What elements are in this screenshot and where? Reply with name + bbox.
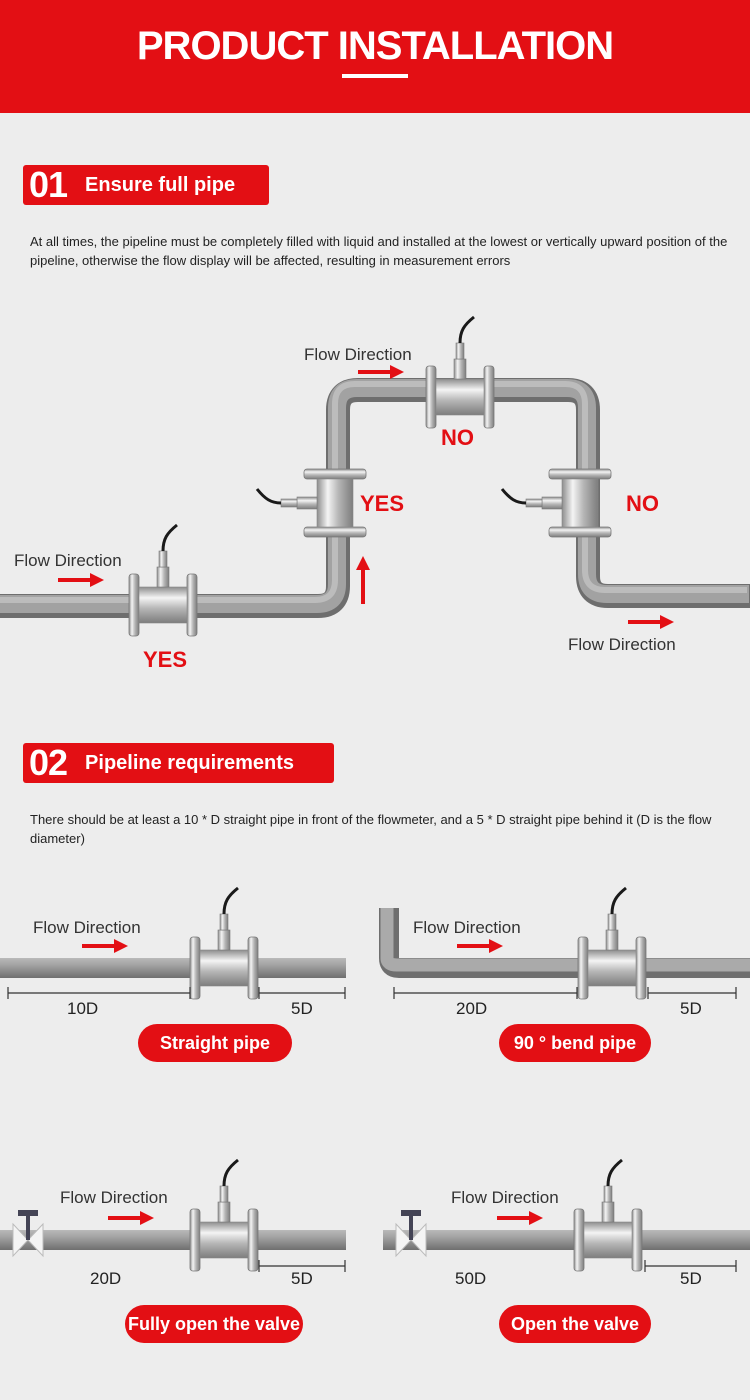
front-length-label: 20D: [90, 1269, 121, 1288]
arrow-right-icon: [108, 1211, 154, 1225]
full-valve-diagram: Flow Direction 20D 5D: [0, 1158, 346, 1288]
section-1-title: Ensure full pipe: [85, 173, 236, 196]
back-length-label: 5D: [680, 1269, 702, 1288]
front-length-label: 50D: [455, 1269, 486, 1288]
arrow-right-icon: [497, 1211, 543, 1225]
flow-direction-label: Flow Direction: [304, 345, 412, 364]
section-1-number: 01: [29, 164, 68, 205]
full-pipe-diagram: Flow Direction Flow Direction Flow Direc…: [0, 315, 750, 672]
front-length-label: 20D: [456, 999, 487, 1018]
title-underline: [342, 74, 408, 78]
flow-direction-label: Flow Direction: [14, 551, 122, 570]
flowmeter-top-no: [424, 315, 496, 430]
arrow-right-icon: [82, 939, 128, 953]
no-label: NO: [441, 425, 474, 450]
section-1-tag: 01 Ensure full pipe: [23, 164, 269, 205]
dimension-line: [644, 1260, 737, 1272]
flow-direction-label: Flow Direction: [451, 1188, 559, 1207]
open-valve-diagram: Flow Direction 50D 5D: [383, 1158, 750, 1288]
section-2-number: 02: [29, 742, 68, 783]
no-label: NO: [626, 491, 659, 516]
arrow-right-icon: [358, 365, 404, 379]
back-length-label: 5D: [291, 1269, 313, 1288]
section-2-description: There should be at least a 10 * D straig…: [30, 812, 712, 846]
open-valve-label: Open the valve: [499, 1305, 651, 1343]
straight-pipe-diagram: Flow Direction 10D 5D: [0, 886, 346, 1018]
dimension-line: [393, 987, 737, 999]
section-2-title: Pipeline requirements: [85, 751, 295, 774]
flowmeter-down-no: [500, 467, 613, 539]
flowmeter-bottom-yes: [127, 523, 199, 638]
back-length-label: 5D: [680, 999, 702, 1018]
straight-pipe-label: Straight pipe: [138, 1024, 292, 1062]
dimension-line: [258, 1260, 346, 1272]
page-header: PRODUCT INSTALLATION: [0, 0, 750, 113]
dimension-line: [7, 987, 346, 999]
section-2-tag: 02 Pipeline requirements: [23, 742, 334, 783]
yes-label: YES: [360, 491, 404, 516]
front-length-label: 10D: [67, 999, 98, 1018]
page-title: PRODUCT INSTALLATION: [136, 24, 614, 68]
flow-direction-label: Flow Direction: [60, 1188, 168, 1207]
bend-pipe-diagram: Flow Direction 20D 5D: [379, 886, 750, 1018]
arrow-right-icon: [58, 573, 104, 587]
section-1-description: At all times, the pipeline must be compl…: [30, 234, 728, 268]
arrow-up-icon: [356, 556, 370, 604]
full-valve-label: Fully open the valve: [125, 1305, 303, 1343]
bend-pipe-label: 90 ° bend pipe: [499, 1024, 651, 1062]
flow-direction-label: Flow Direction: [33, 918, 141, 937]
arrow-right-icon: [457, 939, 503, 953]
flow-direction-label: Flow Direction: [568, 635, 676, 654]
flow-direction-label: Flow Direction: [413, 918, 521, 937]
back-length-label: 5D: [291, 999, 313, 1018]
yes-label: YES: [143, 647, 187, 672]
flowmeter-vertical-yes: [255, 467, 368, 539]
arrow-right-icon: [628, 615, 674, 629]
